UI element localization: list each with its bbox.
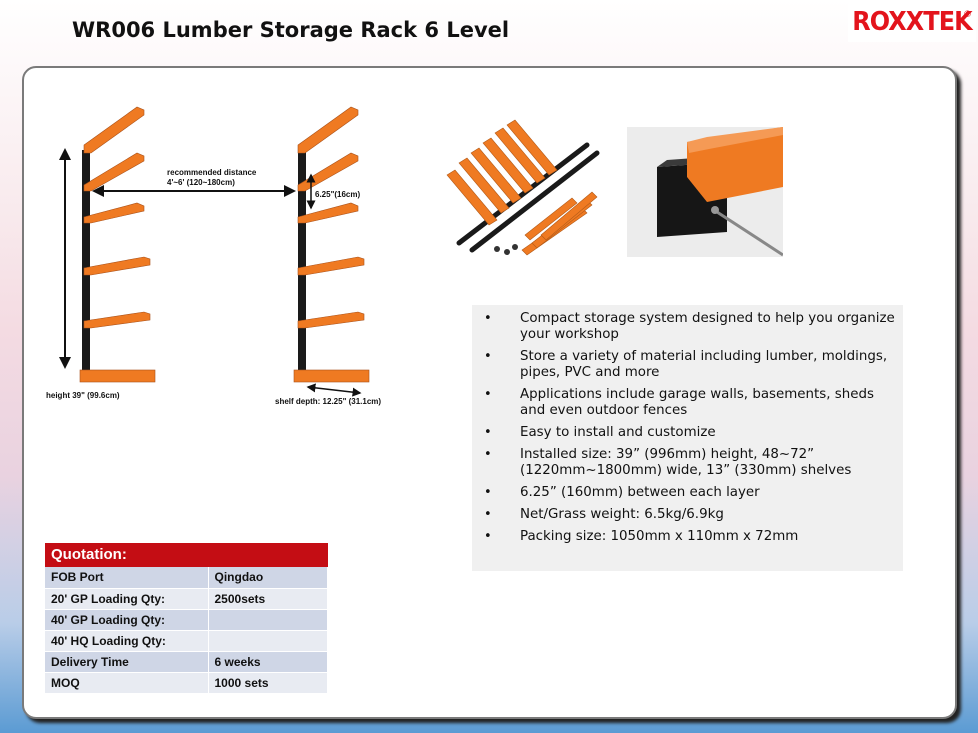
row-label: 40' HQ Loading Qty: xyxy=(45,630,209,652)
feature-item: Installed size: 39” (996mm) height, 48~7… xyxy=(472,447,895,479)
feature-item: Applications include garage walls, basem… xyxy=(472,387,895,419)
feature-item: Easy to install and customize xyxy=(472,425,895,441)
feature-item: Compact storage system designed to help … xyxy=(472,311,895,343)
logo-registered-mark: ® xyxy=(963,10,972,20)
rack-diagram: recommended distance 4'~6' (120~180cm) 6… xyxy=(46,106,381,406)
brand-logo: ROXXTEK ® xyxy=(848,2,976,42)
row-label: Delivery Time xyxy=(45,651,209,673)
height-label: height 39" (99.6cm) xyxy=(46,391,120,400)
rack-bracket-closeup-photo xyxy=(627,127,783,257)
feature-item: Packing size: 1050mm x 110mm x 72mm xyxy=(472,529,895,545)
row-value: 2500sets xyxy=(208,588,328,610)
depth-label: shelf depth: 12.25" (31.1cm) xyxy=(275,397,381,406)
page-title: WR006 Lumber Storage Rack 6 Level xyxy=(72,18,510,42)
feature-list: Compact storage system designed to help … xyxy=(472,305,903,571)
quotation-heading: Quotation: xyxy=(45,543,328,567)
rack-parts-photo xyxy=(437,115,605,265)
quotation-table: Quotation: FOB Port Qingdao 20' GP Loadi… xyxy=(45,543,328,694)
row-value: Qingdao xyxy=(208,567,328,589)
table-row: FOB Port Qingdao xyxy=(45,567,328,589)
logo-text: ROXXTEK xyxy=(852,7,972,37)
spacing-label: 6.25"(16cm) xyxy=(315,190,360,199)
row-label: MOQ xyxy=(45,672,209,694)
row-value: 1000 sets xyxy=(208,672,328,694)
row-value xyxy=(208,609,328,631)
right-rack xyxy=(293,106,370,397)
feature-item: Net/Grass weight: 6.5kg/6.9kg xyxy=(472,507,895,523)
left-rack xyxy=(59,106,156,383)
table-row: 40' HQ Loading Qty: xyxy=(45,630,328,652)
row-label: 20' GP Loading Qty: xyxy=(45,588,209,610)
table-row: 20' GP Loading Qty: 2500sets xyxy=(45,588,328,610)
distance-label-1: recommended distance xyxy=(167,168,257,177)
row-value: 6 weeks xyxy=(208,651,328,673)
row-label: FOB Port xyxy=(45,567,209,589)
feature-item: Store a variety of material including lu… xyxy=(472,349,895,381)
row-label: 40' GP Loading Qty: xyxy=(45,609,209,631)
table-row: Delivery Time 6 weeks xyxy=(45,651,328,673)
row-value xyxy=(208,630,328,652)
table-row: 40' GP Loading Qty: xyxy=(45,609,328,631)
table-row: MOQ 1000 sets xyxy=(45,672,328,694)
feature-item: 6.25” (160mm) between each layer xyxy=(472,485,895,501)
distance-label-2: 4'~6' (120~180cm) xyxy=(167,178,235,187)
